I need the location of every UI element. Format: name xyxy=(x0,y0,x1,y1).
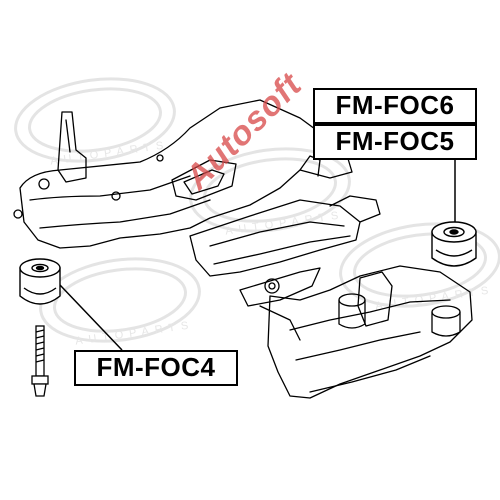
part-label-foc4: FM-FOC4 xyxy=(74,350,238,386)
watermark-stamps xyxy=(14,77,500,343)
watermark-letters-2: AUTOPARTS xyxy=(225,209,346,238)
leader-lines xyxy=(59,160,456,351)
bushing-foc5-part xyxy=(431,221,477,267)
bushing-foc4-part xyxy=(19,258,61,305)
bolt-part xyxy=(31,325,49,397)
center-mount-hole xyxy=(264,278,280,294)
watermark-stamp-left xyxy=(14,77,176,163)
subframe-drawing xyxy=(13,99,473,399)
left-arm xyxy=(19,99,353,249)
cross-member xyxy=(189,199,361,277)
watermark-letters-4: AUTOPARTS xyxy=(75,319,196,348)
watermark-letter-texts: AUTOPARTS AUTOPARTS AUTOPARTS AUTOPARTS xyxy=(50,139,496,348)
frame-bushing-center xyxy=(338,293,366,329)
watermark-stamp-center xyxy=(189,147,351,233)
watermark-stamp-bottom xyxy=(39,257,201,343)
center-plate xyxy=(171,159,237,201)
part-label-foc6: FM-FOC6 xyxy=(313,88,477,124)
right-arm xyxy=(267,265,473,399)
left-upright-bracket xyxy=(57,111,87,183)
leader-line-foc4 xyxy=(59,284,123,351)
bolt-thread xyxy=(35,329,45,363)
watermark-letters-1: AUTOPARTS xyxy=(50,139,171,168)
frame-bushing-right xyxy=(431,305,461,337)
watermark-stamp-right xyxy=(339,222,500,308)
left-mount-hole xyxy=(38,178,50,190)
part-label-foc5: FM-FOC5 xyxy=(313,124,477,160)
